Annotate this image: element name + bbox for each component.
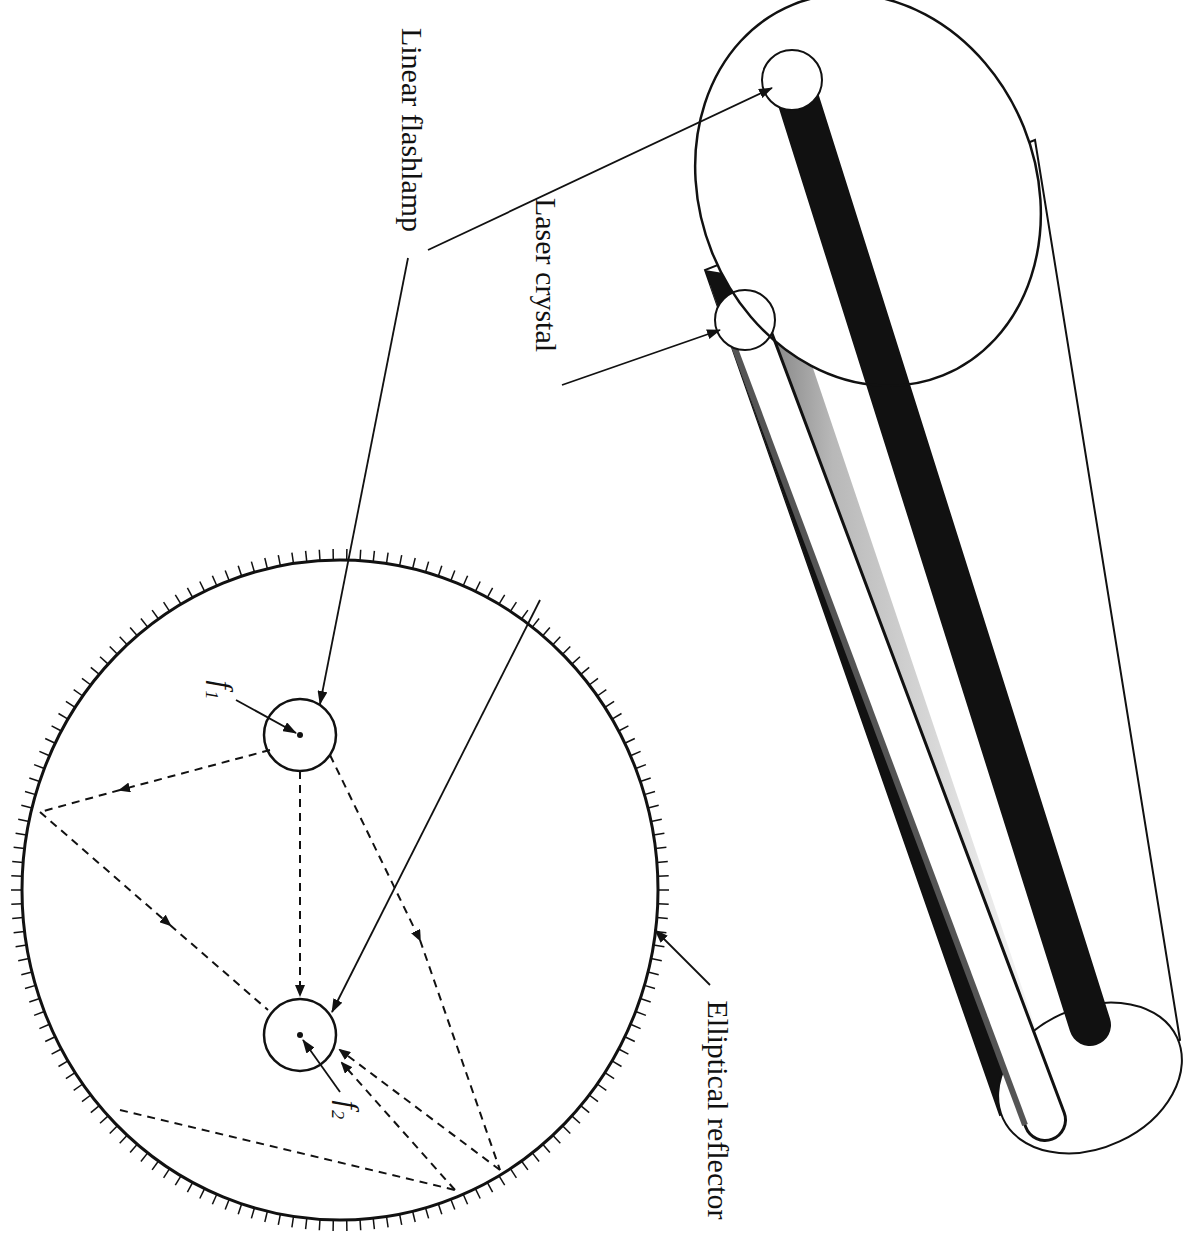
rods xyxy=(715,50,1090,1125)
elliptical-reflector xyxy=(11,549,669,1231)
focus-label: f₂ xyxy=(333,1101,363,1120)
focus-label: f₁ xyxy=(207,681,237,700)
focus-circles xyxy=(264,699,336,1071)
part-label: Linear flashlamp xyxy=(397,28,427,232)
part-label: Elliptical reflector xyxy=(703,1000,733,1219)
leader-lines xyxy=(236,88,772,1092)
cylinder-face-outline xyxy=(637,0,1098,438)
part-label: Laser crystal xyxy=(531,198,561,352)
